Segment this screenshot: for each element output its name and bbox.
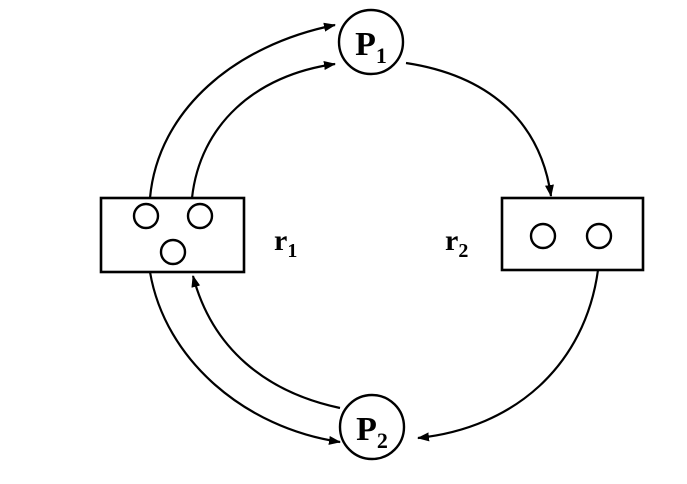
resource-r2-instance	[585, 222, 613, 250]
resource-r1-instance	[159, 238, 187, 266]
svg-text:P2: P2	[356, 411, 388, 453]
resource-r1-label: r1	[274, 224, 297, 262]
process-p1-subscript: 1	[376, 43, 387, 68]
edge-p1-to-r2	[405, 61, 554, 197]
edge-r1-to-p1-inner	[190, 61, 336, 199]
process-p1: P1	[337, 8, 405, 76]
resource-r1-subscript: 1	[287, 240, 297, 262]
process-p2-letter: P	[356, 411, 377, 448]
edge-r1-to-p2	[148, 271, 341, 445]
edge-p2-to-r1	[191, 275, 341, 410]
resource-r2	[500, 196, 645, 272]
process-p1-letter: P	[355, 26, 376, 63]
resource-r2-label: r2	[445, 224, 468, 262]
resource-r2-subscript: 2	[458, 240, 468, 262]
resource-r1-instance	[186, 202, 214, 230]
resource-r1-letter: r	[274, 224, 287, 257]
svg-text:P1: P1	[355, 26, 387, 68]
process-p2-subscript: 2	[377, 428, 388, 453]
edge-r2-to-p2	[417, 269, 600, 442]
resource-r1	[99, 196, 246, 274]
resource-r2-letter: r	[445, 224, 458, 257]
resource-r1-instance	[132, 202, 160, 230]
edge-r1-to-p1-outer	[148, 22, 336, 199]
resource-r2-instance	[529, 222, 557, 250]
process-p2: P2	[338, 393, 406, 461]
